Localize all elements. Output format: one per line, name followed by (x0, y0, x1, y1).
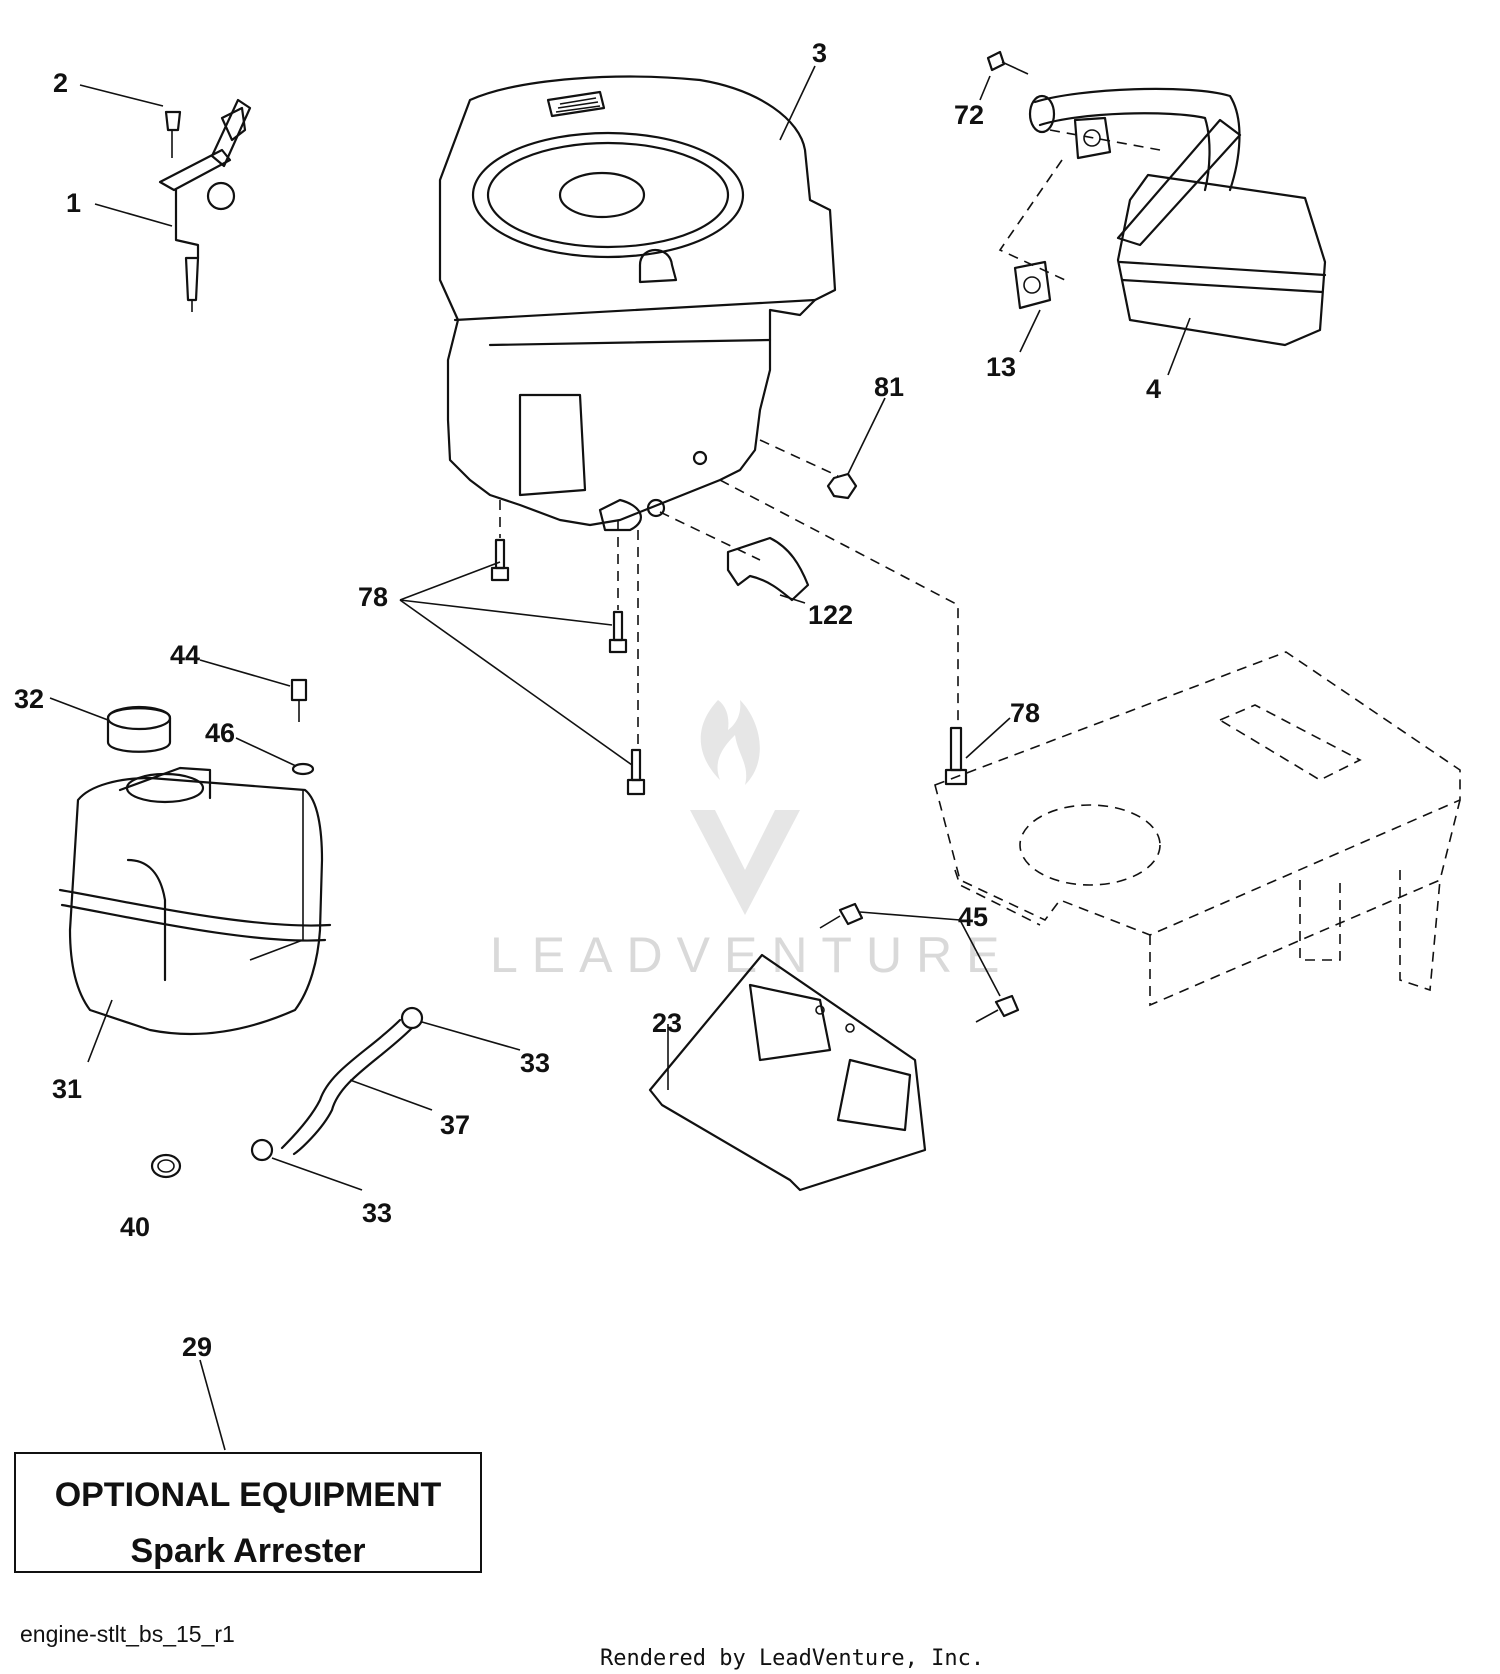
callout-46: 46 (205, 718, 235, 748)
callout-78-engine: 78 (358, 582, 388, 612)
watermark-text: LEADVENTURE (490, 927, 1014, 983)
callout-78-frame: 78 (1010, 698, 1040, 728)
callout-2: 2 (53, 68, 68, 98)
engine-plate (648, 902, 1020, 1192)
callout-44: 44 (170, 640, 200, 670)
optional-equipment-item: Spark Arrester (130, 1532, 366, 1570)
callout-29: 29 (182, 1332, 212, 1362)
callout-1: 1 (66, 188, 81, 218)
callout-23: 23 (652, 1008, 682, 1038)
engine (438, 75, 837, 532)
callout-40: 40 (120, 1212, 150, 1242)
callout-33-lower: 33 (362, 1198, 392, 1228)
tractor-frame (934, 651, 1461, 1007)
fuel-tank (58, 678, 332, 1035)
callout-45: 45 (958, 902, 988, 932)
callout-32: 32 (14, 684, 44, 714)
callout-3: 3 (812, 38, 827, 68)
heat-shield (726, 536, 810, 602)
callouts: 2 1 3 72 13 4 81 78 122 78 44 32 46 45 2… (14, 38, 1161, 1362)
callout-4: 4 (1146, 374, 1161, 404)
leadventure-watermark: LEADVENTURE (490, 700, 1014, 983)
mounting-bolts (490, 439, 968, 796)
fuel-line (150, 1006, 424, 1179)
nut (826, 472, 858, 500)
throttle-control (158, 98, 252, 312)
callout-37: 37 (440, 1110, 470, 1140)
callout-33-upper: 33 (520, 1048, 550, 1078)
leader-lines (49, 65, 1191, 1451)
muffler (986, 50, 1327, 347)
diagram-id: engine-stlt_bs_15_r1 (20, 1621, 235, 1647)
callout-31: 31 (52, 1074, 82, 1104)
callout-122: 122 (808, 600, 853, 630)
optional-equipment-title: OPTIONAL EQUIPMENT (54, 1476, 442, 1514)
callout-13: 13 (986, 352, 1016, 382)
optional-equipment-box: OPTIONAL EQUIPMENT Spark Arrester (14, 1452, 482, 1573)
callout-81: 81 (874, 372, 904, 402)
render-credit: Rendered by LeadVenture, Inc. (600, 1646, 985, 1671)
callout-72: 72 (954, 100, 984, 130)
